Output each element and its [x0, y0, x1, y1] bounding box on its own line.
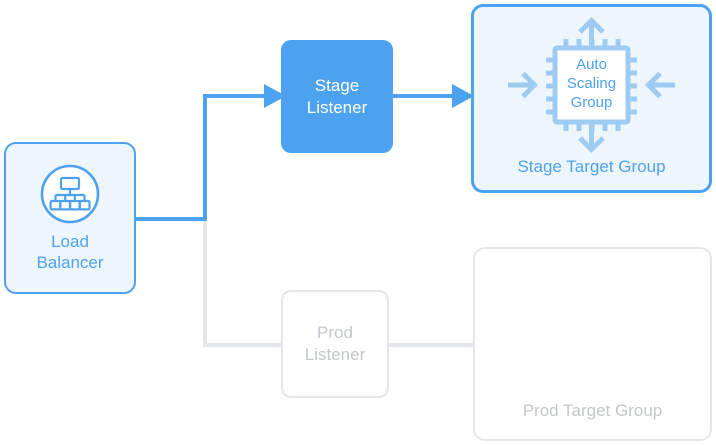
- edge-lb-to-prod-listener: [203, 219, 281, 347]
- stage-target-group-label: Stage Target Group: [517, 157, 666, 176]
- node-load-balancer[interactable]: Load Balancer: [4, 142, 136, 294]
- asg-line-1: Auto: [576, 56, 607, 73]
- cpu-chip-icon: Auto Scaling Group: [546, 39, 637, 131]
- load-balancer-label: Load Balancer: [36, 232, 104, 272]
- asg-line-2: Scaling: [567, 75, 616, 92]
- prod-listener-label: Prod Listener: [304, 323, 366, 364]
- node-stage-target-group[interactable]: Auto Scaling Group Stage Target Group: [471, 4, 712, 193]
- node-stage-listener[interactable]: Stage Listener: [281, 40, 393, 153]
- node-prod-listener[interactable]: Prod Listener: [281, 290, 389, 398]
- prod-target-group-label: Prod Target Group: [522, 401, 663, 420]
- asg-line-3: Group: [571, 94, 613, 111]
- stage-listener-label: Stage Listener: [306, 75, 368, 117]
- auto-scaling-group-figure: Auto Scaling Group: [504, 15, 679, 155]
- load-balancer-icon: [39, 163, 101, 225]
- edge-lb-to-stage-listener: [136, 94, 264, 221]
- node-prod-target-group[interactable]: Prod Target Group: [473, 247, 712, 441]
